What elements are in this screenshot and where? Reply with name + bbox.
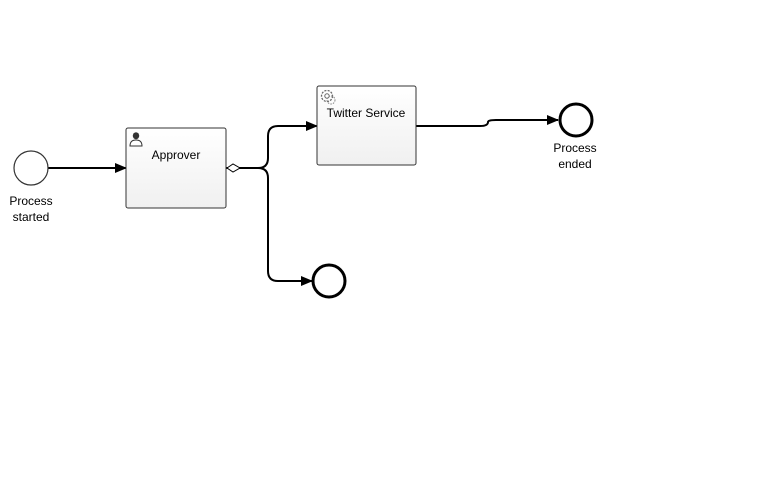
end-event-label-line2: ended — [558, 157, 591, 171]
end-event-label-line1: Process — [553, 141, 596, 155]
approver-task-label: Approver — [152, 148, 201, 162]
twitter-service-task[interactable]: Twitter Service — [316, 85, 417, 166]
default-flow-diamond — [226, 163, 242, 173]
start-event[interactable] — [13, 150, 49, 186]
flow-approver-to-end-rejected[interactable] — [257, 167, 313, 286]
flow-twitter-service-to-end[interactable] — [416, 115, 559, 127]
end-event-process-ended[interactable] — [558, 102, 594, 138]
start-event-label-line2: started — [13, 210, 50, 224]
user-icon — [129, 132, 143, 147]
start-event-label-line1: Process — [9, 194, 52, 208]
flow-approver-to-twitter-service[interactable] — [226, 121, 318, 169]
gear-icon — [320, 89, 336, 105]
end-event-rejected[interactable] — [311, 263, 347, 299]
approver-task[interactable]: Approver — [125, 127, 227, 209]
twitter-service-task-label: Twitter Service — [327, 106, 406, 120]
